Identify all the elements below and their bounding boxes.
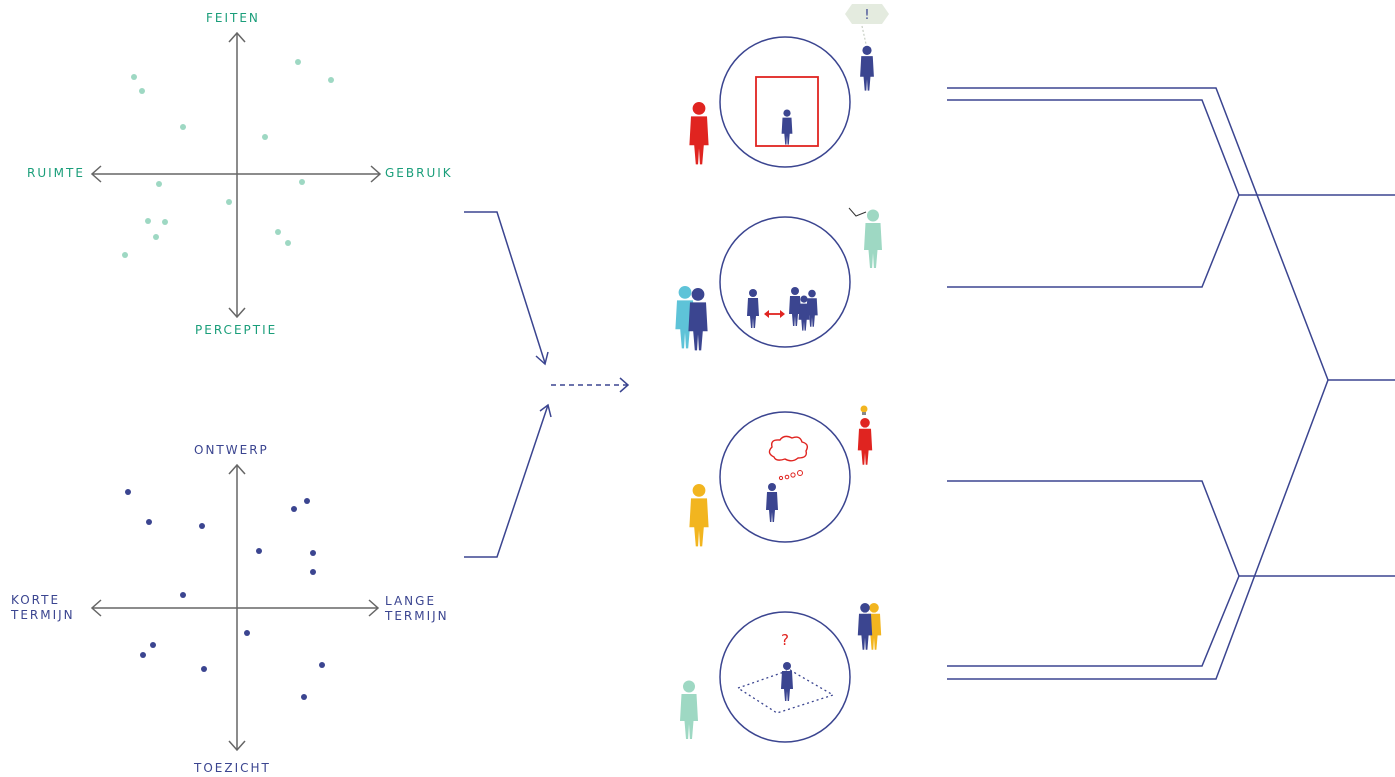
scene1-badge-text: ! (864, 8, 869, 23)
floor-area-icon (736, 669, 835, 714)
scene-circles (719, 36, 851, 743)
scene-2 (675, 207, 882, 351)
distance-arrow-icon (764, 310, 785, 318)
label-perceptie: PERCEPTIE (195, 323, 278, 337)
exclamation-bubble-icon: ! (845, 4, 889, 45)
bottom-quadrant-dots (125, 489, 325, 700)
scene-3 (689, 405, 873, 547)
lightbulb-icon (860, 405, 868, 415)
label-gebruik: GEBRUIK (385, 166, 453, 180)
bottom-quadrant-axes (90, 463, 380, 752)
label-termijn-right: TERMIJN (385, 609, 449, 623)
thought-cloud-icon (768, 435, 809, 462)
top-quadrant-dots (122, 59, 334, 258)
label-termijn-left: TERMIJN (11, 608, 75, 622)
top-quadrant-axes (90, 31, 382, 319)
funnel-arrows (464, 211, 630, 558)
label-korte: KORTE (11, 593, 61, 607)
scene-4: ? (680, 603, 882, 739)
label-feiten: FEITEN (206, 11, 260, 25)
label-ruimte: RUIMTE (27, 166, 85, 180)
label-ontwerp: ONTWERP (194, 443, 269, 457)
question-mark-icon: ? (781, 631, 789, 649)
decision-tree-lines (947, 87, 1395, 680)
scene-1: ! (689, 4, 889, 165)
label-toezicht: TOEZICHT (194, 761, 271, 775)
room-frame-icon (755, 76, 819, 147)
label-lange: LANGE (385, 594, 437, 608)
